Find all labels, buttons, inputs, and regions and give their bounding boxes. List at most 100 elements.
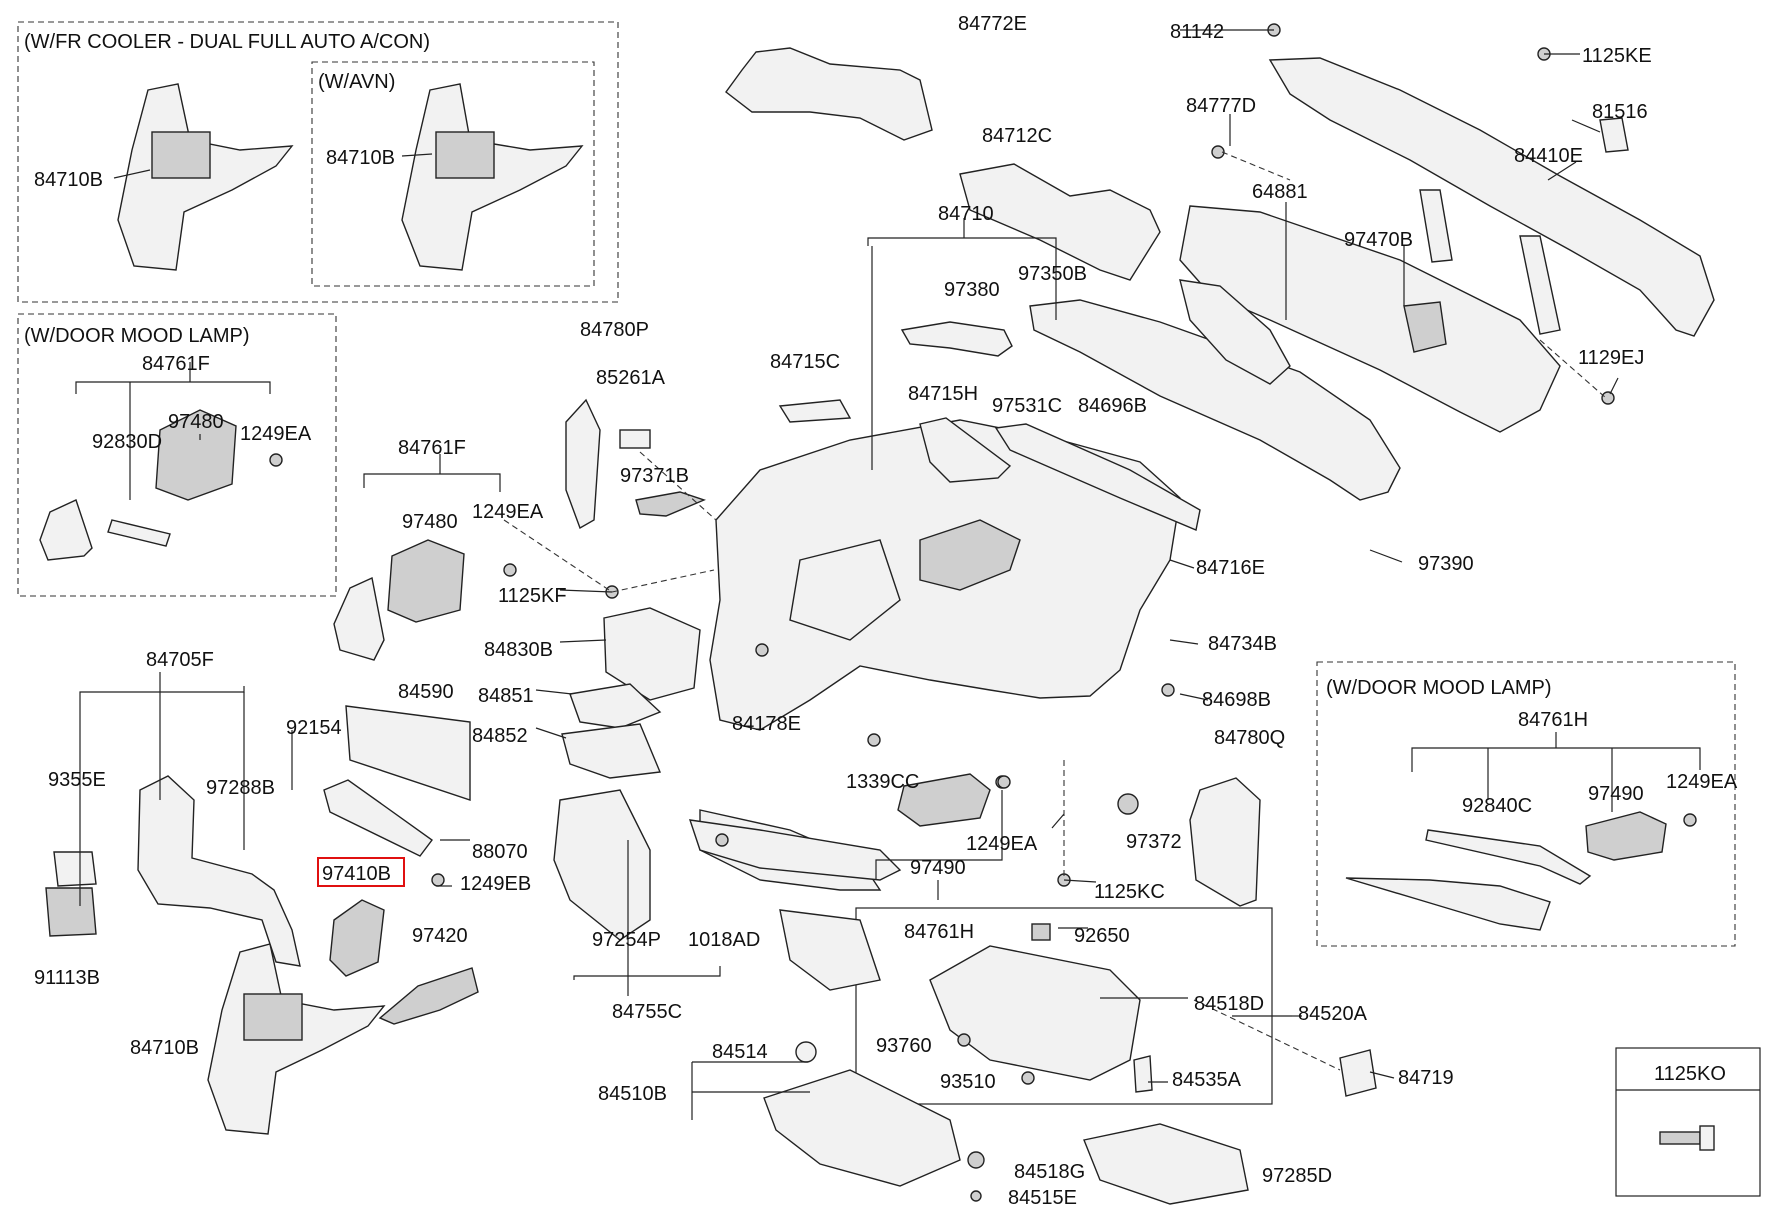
part-label-93760: 93760 [876, 1035, 932, 1057]
cluster-fascia-84830b [561, 607, 701, 779]
part-label-97390: 97390 [1418, 553, 1474, 575]
part-label-88070: 88070 [472, 841, 528, 863]
part-label-1249ea: 1249EA [240, 423, 312, 445]
variant-label-avn: (W/AVN) [318, 71, 395, 93]
part-label-97285d: 97285D [1262, 1165, 1332, 1187]
glove-box-housing [929, 923, 1153, 1093]
part-label-92840c: 92840C [1462, 795, 1532, 817]
upper-cover-84715h [919, 417, 1012, 483]
bolt-callout-box [1615, 1047, 1761, 1197]
part-label-84780p: 84780P [580, 319, 649, 341]
duct-84712c [959, 163, 1161, 281]
side-cover-84780p [565, 398, 706, 530]
part-label-84710: 84710 [938, 203, 994, 225]
center-duct-64881 [1179, 279, 1291, 385]
part-label-92830d: 92830D [92, 431, 162, 453]
part-label-84851: 84851 [478, 685, 534, 707]
part-label-1249eb: 1249EB [460, 873, 531, 895]
part-label-85261a: 85261A [596, 367, 666, 389]
main-crash-pad [709, 419, 1181, 731]
defrost-duct-97350b [1029, 299, 1401, 501]
part-label-84535a: 84535A [1172, 1069, 1242, 1091]
lower-vents [323, 705, 479, 1025]
variant-label-fr-cooler: (W/FR COOLER - DUAL FULL AUTO A/CON) [24, 31, 430, 53]
part-label-64881: 64881 [1252, 181, 1308, 203]
leader-lines [75, 29, 1701, 1120]
part-label-84852: 84852 [472, 725, 528, 747]
center-fascia-panel-avn [401, 83, 584, 271]
part-label-84719: 84719 [1398, 1067, 1454, 1089]
upper-duct-84772e [725, 47, 933, 141]
part-label-81142: 81142 [1170, 21, 1224, 43]
part-label-84515e: 84515E [1008, 1187, 1077, 1209]
part-label-84761h: 84761H [904, 921, 974, 943]
part-label-1125ko: 1125KO [1654, 1063, 1726, 1085]
side-vent-left [333, 539, 517, 661]
part-label-1125kc: 1125KC [1094, 881, 1165, 903]
part-label-97470b: 97470B [1344, 229, 1413, 251]
cowl-cross-bar [1268, 57, 1715, 337]
part-label-97380: 97380 [944, 279, 1000, 301]
part-label-93510: 93510 [940, 1071, 996, 1093]
part-label-97288b: 97288B [206, 777, 275, 799]
part-label-84410e: 84410E [1514, 145, 1583, 167]
part-label-84734b: 84734B [1208, 633, 1277, 655]
part-label-84710b: 84710B [130, 1037, 199, 1059]
part-label-97410b: 97410B [322, 863, 391, 885]
alignment-dashes [503, 151, 1607, 1071]
part-label-1249ea: 1249EA [966, 833, 1038, 855]
part-label-84761h: 84761H [1518, 709, 1588, 731]
part-label-84715h: 84715H [908, 383, 978, 405]
part-label-92154: 92154 [286, 717, 342, 739]
part-label-97480: 97480 [402, 511, 458, 533]
part-label-84518d: 84518D [1194, 993, 1264, 1015]
right-mood-vent-group [1345, 811, 1697, 931]
variant-box-fr-cooler [17, 21, 619, 303]
glove-box-group-box [855, 907, 1273, 1105]
center-fascia-panel-cooler [117, 83, 294, 271]
part-label-84777d: 84777D [1186, 95, 1256, 117]
bracket-84719 [1339, 1049, 1377, 1097]
part-label-84698b: 84698B [1202, 689, 1271, 711]
part-label-84590: 84590 [398, 681, 454, 703]
part-label-97531c: 97531C [992, 395, 1062, 417]
part-label-97480: 97480 [168, 411, 224, 433]
part-label-97490: 97490 [910, 857, 966, 879]
lower-center-console-trim [45, 775, 301, 967]
part-label-1018ad: 1018AD [688, 929, 760, 951]
variant-box-avn [311, 61, 595, 287]
bolt-1125ko-icon [1659, 1125, 1715, 1151]
speaker-grille-97531c [994, 423, 1201, 531]
part-label-84518g: 84518G [1014, 1161, 1085, 1183]
variant-label-door-mood-right: (W/DOOR MOOD LAMP) [1326, 677, 1552, 699]
part-label-1125ke: 1125KE [1582, 45, 1652, 67]
part-label-97372: 97372 [1126, 831, 1182, 853]
part-label-91113b: 91113B [34, 967, 100, 989]
part-label-1129ej: 1129EJ [1578, 347, 1644, 369]
cover-84715c [778, 399, 852, 423]
part-label-97371b: 97371B [620, 465, 689, 487]
side-cover-84780q [1189, 777, 1261, 907]
part-label-84780q: 84780Q [1214, 727, 1285, 749]
part-label-84514: 84514 [712, 1041, 768, 1063]
part-label-92650: 92650 [1074, 925, 1130, 947]
lower-panel-84755c [688, 819, 902, 991]
part-label-84772e: 84772E [958, 13, 1027, 35]
part-number-labels: 84710B84710B84761F92830D974801249EA84761… [34, 13, 1738, 1209]
part-label-1249ea: 1249EA [1666, 771, 1738, 793]
part-label-84712c: 84712C [982, 125, 1052, 147]
part-label-84830b: 84830B [484, 639, 553, 661]
part-label-84705f: 84705F [146, 649, 214, 671]
part-label-84715c: 84715C [770, 351, 840, 373]
part-label-97490: 97490 [1588, 783, 1644, 805]
part-label-84761f: 84761F [142, 353, 210, 375]
selected-part-highlight [317, 857, 405, 887]
part-label-84520a: 84520A [1298, 1003, 1368, 1025]
part-label-84761f: 84761F [398, 437, 466, 459]
part-label-1339cc: 1339CC [846, 771, 919, 793]
variant-box-door-mood-right [1316, 661, 1736, 947]
part-label-9355e: 9355E [48, 769, 106, 791]
variant-label-door-mood-left: (W/DOOR MOOD LAMP) [24, 325, 250, 347]
